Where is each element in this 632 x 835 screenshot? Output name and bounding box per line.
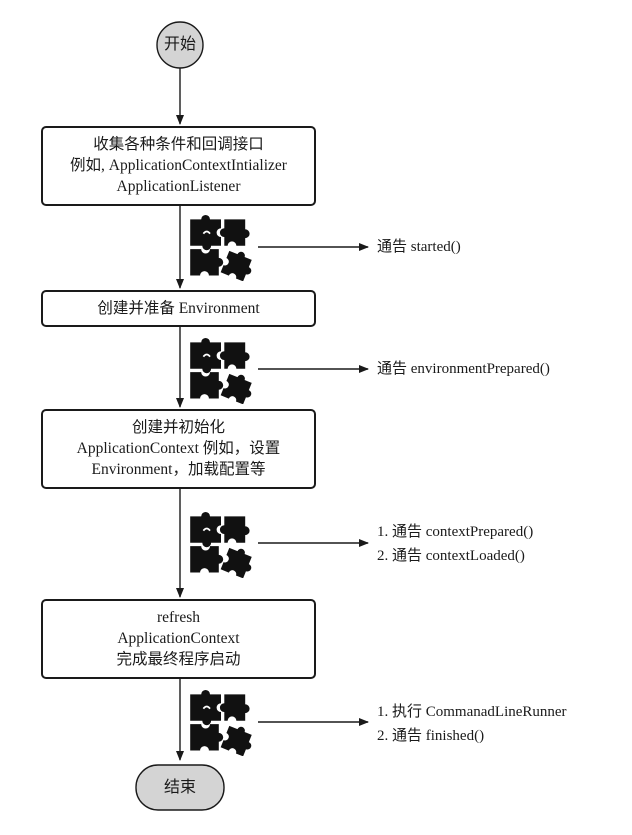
notification-4: 1. 执行 CommanadLineRunner 2. 通告 finished(… — [377, 700, 567, 748]
puzzle-icon — [189, 215, 254, 281]
step-text-2: 创建并准备 Environment — [42, 298, 315, 319]
puzzle-icon — [189, 512, 254, 578]
step-box-3 — [41, 409, 316, 489]
notification-3-line-1: 1. 通告 contextPrepared() — [377, 524, 534, 540]
step-1-line-2: 例如, ApplicationContextIntializer — [70, 157, 287, 174]
notification-1-line-1: 通告 started() — [377, 239, 461, 255]
puzzle-icon — [189, 690, 254, 756]
start-label: 开始 — [163, 36, 196, 53]
step-1-line-3: ApplicationListener — [116, 178, 241, 195]
step-1-line-1: 收集各种条件和回调接口 — [93, 136, 264, 153]
step-3-line-1: 创建并初始化 — [131, 419, 225, 436]
end-node — [135, 764, 225, 811]
notification-2-line-1: 通告 environmentPrepared() — [377, 361, 550, 377]
step-text-3: 创建并初始化 ApplicationContext 例如，设置 Environm… — [42, 417, 315, 480]
end-label: 结束 — [163, 779, 196, 796]
step-text-4: refresh ApplicationContext 完成最终程序启动 — [42, 607, 315, 670]
step-3-line-3: Environment，加载配置等 — [91, 461, 266, 478]
notification-2: 通告 environmentPrepared() — [377, 357, 550, 381]
step-4-line-1: refresh — [156, 609, 201, 626]
step-box-2 — [41, 290, 316, 327]
notification-3-line-2: 2. 通告 contextLoaded() — [377, 548, 525, 564]
step-4-line-2: ApplicationContext — [117, 630, 240, 647]
step-box-4 — [41, 599, 316, 679]
step-4-line-3: 完成最终程序启动 — [116, 651, 241, 668]
step-2-line-1: 创建并准备 Environment — [97, 300, 260, 317]
notification-4-line-2: 2. 通告 finished() — [377, 728, 485, 744]
step-box-1 — [41, 126, 316, 206]
puzzle-icon — [189, 338, 254, 404]
start-node — [156, 21, 204, 69]
notification-1: 通告 started() — [377, 235, 461, 259]
notification-3: 1. 通告 contextPrepared() 2. 通告 contextLoa… — [377, 520, 533, 568]
step-text-1: 收集各种条件和回调接口 例如, ApplicationContextIntial… — [42, 134, 315, 197]
step-3-line-2: ApplicationContext 例如，设置 — [76, 440, 281, 457]
notification-4-line-1: 1. 执行 CommanadLineRunner — [377, 704, 567, 720]
